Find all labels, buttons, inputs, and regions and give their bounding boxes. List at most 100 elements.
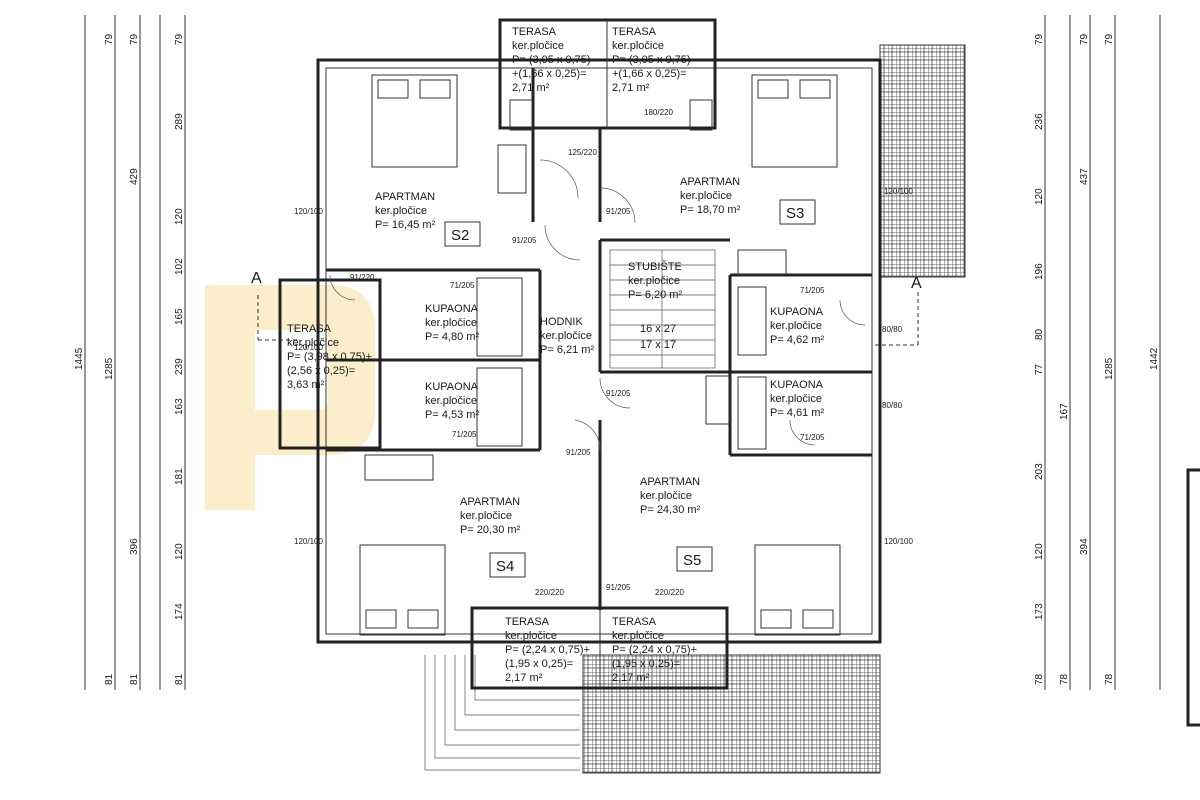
room-bath1: KUPAONA ker.pločice P= 4,80 m² bbox=[425, 303, 479, 343]
room-bath4: KUPAONA ker.pločice P= 4,61 m² bbox=[770, 379, 824, 419]
stairs-finish: ker.pločice bbox=[628, 275, 680, 287]
outer-walls bbox=[316, 58, 882, 644]
bath2-finish: ker.pločice bbox=[425, 395, 477, 407]
svg-text:71/205: 71/205 bbox=[450, 281, 475, 290]
svg-text:203: 203 bbox=[1034, 463, 1045, 480]
svg-text:239: 239 bbox=[174, 358, 185, 375]
svg-text:79: 79 bbox=[129, 33, 140, 45]
bed-s3 bbox=[751, 74, 838, 168]
room-s5-area: P= 24,30 m² bbox=[640, 504, 701, 516]
left-dimension-texts: 1445 1285 429 396 79 79 79 289 120 102 1… bbox=[74, 33, 185, 685]
room-s2-code: S2 bbox=[451, 227, 469, 244]
svg-text:79: 79 bbox=[1104, 33, 1115, 45]
svg-text:81: 81 bbox=[104, 673, 115, 685]
svg-text:81: 81 bbox=[174, 673, 185, 685]
svg-text:91/205: 91/205 bbox=[606, 389, 631, 398]
svg-text:2,17 m²: 2,17 m² bbox=[612, 672, 650, 684]
svg-text:80/80: 80/80 bbox=[882, 325, 903, 334]
room-s2-finish: ker.pločice bbox=[375, 205, 427, 217]
svg-text:78: 78 bbox=[1059, 673, 1070, 685]
bath4-name: KUPAONA bbox=[770, 379, 824, 391]
svg-text:TERASA: TERASA bbox=[505, 616, 550, 628]
svg-text:ker.pločice: ker.pločice bbox=[612, 630, 664, 642]
svg-text:1442: 1442 bbox=[1149, 347, 1160, 370]
hall-finish: ker.pločice bbox=[540, 330, 592, 342]
svg-text:3,63 m²: 3,63 m² bbox=[287, 379, 325, 391]
interior-walls bbox=[326, 68, 872, 610]
roof-hatch-right bbox=[879, 44, 966, 278]
svg-text:(2,56 x 0,25)=: (2,56 x 0,25)= bbox=[287, 365, 355, 377]
room-s4: APARTMAN ker.pločice P= 20,30 m² S4 bbox=[460, 496, 526, 578]
terrace-4: TERASA ker.pločice P= (2,24 x 0,75)+ (1,… bbox=[505, 616, 590, 684]
svg-text:79: 79 bbox=[174, 33, 185, 45]
svg-text:120/100: 120/100 bbox=[294, 343, 323, 352]
svg-text:2,71 m²: 2,71 m² bbox=[512, 82, 550, 94]
room-bath3: KUPAONA ker.pločice P= 4,62 m² bbox=[770, 306, 824, 346]
svg-text:P= (2,24 x 0,75)+: P= (2,24 x 0,75)+ bbox=[505, 644, 590, 656]
svg-text:+(1,66 x 0,25)=: +(1,66 x 0,25)= bbox=[512, 68, 587, 80]
svg-text:236: 236 bbox=[1034, 113, 1045, 130]
svg-text:102: 102 bbox=[174, 258, 185, 275]
room-s3-finish: ker.pločice bbox=[680, 190, 732, 202]
watermark-logo bbox=[205, 285, 375, 510]
bed-s5 bbox=[754, 544, 841, 636]
door-swings bbox=[329, 159, 866, 451]
svg-text:TERASA: TERASA bbox=[612, 26, 657, 38]
svg-text:120: 120 bbox=[1034, 543, 1045, 560]
svg-text:77: 77 bbox=[1034, 363, 1045, 375]
svg-text:P= (3,05 x 0,75): P= (3,05 x 0,75) bbox=[512, 54, 591, 66]
room-s5-finish: ker.pločice bbox=[640, 490, 692, 502]
svg-text:80/80: 80/80 bbox=[882, 401, 903, 410]
svg-text:71/205: 71/205 bbox=[800, 286, 825, 295]
left-dimension-lines bbox=[84, 15, 186, 690]
svg-text:TERASA: TERASA bbox=[287, 323, 332, 335]
bath1-area: P= 4,80 m² bbox=[425, 331, 479, 343]
room-stairs: STUBIŠTE ker.pločice P= 6,20 m² 16 x 27 … bbox=[628, 260, 682, 351]
room-s2-name: APARTMAN bbox=[375, 191, 435, 203]
svg-text:P= (2,24 x 0,75)+: P= (2,24 x 0,75)+ bbox=[612, 644, 697, 656]
svg-text:165: 165 bbox=[174, 308, 185, 325]
svg-text:78: 78 bbox=[1104, 673, 1115, 685]
room-s4-area: P= 20,30 m² bbox=[460, 524, 521, 536]
section-marker-left: A bbox=[251, 270, 262, 287]
svg-text:71/205: 71/205 bbox=[800, 433, 825, 442]
svg-text:125/220: 125/220 bbox=[568, 148, 597, 157]
bath1-name: KUPAONA bbox=[425, 303, 479, 315]
svg-text:1285: 1285 bbox=[1104, 357, 1115, 380]
svg-text:ker.pločice: ker.pločice bbox=[287, 337, 339, 349]
svg-text:429: 429 bbox=[129, 168, 140, 185]
svg-text:P= (3,98 x 0,75)+: P= (3,98 x 0,75)+ bbox=[287, 351, 372, 363]
svg-text:394: 394 bbox=[1079, 538, 1090, 555]
opening-labels: 120/100 120/100 120/100 120/100 120/100 … bbox=[294, 108, 913, 597]
bath2-name: KUPAONA bbox=[425, 381, 479, 393]
svg-text:181: 181 bbox=[174, 468, 185, 485]
svg-text:TERASA: TERASA bbox=[512, 26, 557, 38]
svg-text:120/100: 120/100 bbox=[294, 537, 323, 546]
room-s5-code: S5 bbox=[683, 552, 701, 569]
svg-text:196: 196 bbox=[1034, 263, 1045, 280]
bath3-name: KUPAONA bbox=[770, 306, 824, 318]
room-s2: APARTMAN ker.pločice P= 16,45 m² S2 bbox=[375, 191, 481, 247]
bath1-finish: ker.pločice bbox=[425, 317, 477, 329]
svg-text:167: 167 bbox=[1059, 403, 1070, 420]
svg-text:ker.pločice: ker.pločice bbox=[612, 40, 664, 52]
svg-text:(1,95 x 0,25)=: (1,95 x 0,25)= bbox=[612, 658, 680, 670]
svg-text:78: 78 bbox=[1034, 673, 1045, 685]
svg-text:437: 437 bbox=[1079, 168, 1090, 185]
svg-text:(1,95 x 0,25)=: (1,95 x 0,25)= bbox=[505, 658, 573, 670]
svg-text:91/205: 91/205 bbox=[566, 448, 591, 457]
roof-steps bbox=[424, 655, 580, 771]
svg-text:+(1,66 x 0,25)=: +(1,66 x 0,25)= bbox=[612, 68, 687, 80]
room-s4-name: APARTMAN bbox=[460, 496, 520, 508]
room-bath2: KUPAONA ker.pločice P= 4,53 m² bbox=[425, 381, 479, 421]
svg-text:1285: 1285 bbox=[104, 357, 115, 380]
svg-text:174: 174 bbox=[174, 603, 185, 620]
bed-s2 bbox=[371, 74, 458, 168]
bath3-finish: ker.pločice bbox=[770, 320, 822, 332]
svg-text:220/220: 220/220 bbox=[655, 588, 684, 597]
terrace-5: TERASA ker.pločice P= (2,24 x 0,75)+ (1,… bbox=[612, 616, 697, 684]
stairs-steps-1: 16 x 27 bbox=[640, 323, 676, 335]
bathtubs bbox=[476, 277, 767, 450]
svg-text:80: 80 bbox=[1034, 328, 1045, 340]
svg-text:2,71 m²: 2,71 m² bbox=[612, 82, 650, 94]
